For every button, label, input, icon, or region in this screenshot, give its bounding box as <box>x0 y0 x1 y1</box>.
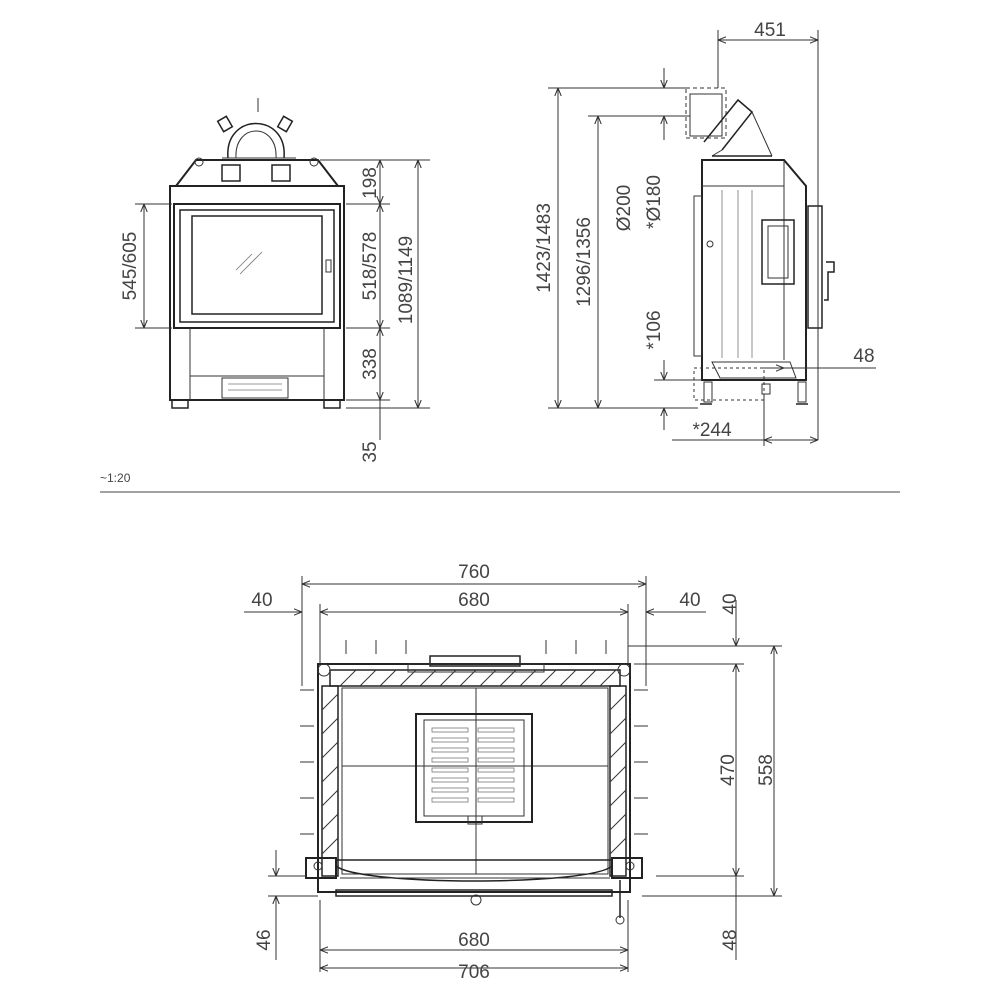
plan-right-margin-label: 40 <box>679 590 700 611</box>
scale-label: ~1:20 <box>100 471 131 485</box>
side-view-dimensions <box>548 30 876 446</box>
front-view-dimensions <box>135 159 430 440</box>
front-door-height-label: 518/578 <box>360 232 381 301</box>
side-rear-offset-label: 48 <box>853 346 874 367</box>
plan-front-left-label: 46 <box>254 929 275 950</box>
side-view <box>685 87 835 405</box>
plan-left-margin-label: 40 <box>251 590 272 611</box>
side-diameter-2-label: *Ø180 <box>644 175 665 229</box>
plan-depth-outer-label: 558 <box>756 754 777 786</box>
plan-inner-width-label: 680 <box>458 590 490 611</box>
front-top-label: 198 <box>360 167 381 199</box>
front-view <box>169 98 345 409</box>
side-inner-height-label: 1296/1356 <box>574 217 595 307</box>
front-total-label: 1089/1149 <box>396 236 417 324</box>
side-bottom-offset-label: *106 <box>644 310 665 349</box>
plan-view-dimensions <box>244 576 782 972</box>
plan-bottom-outer-label: 706 <box>458 962 490 983</box>
plan-front-right-label: 48 <box>720 929 741 950</box>
front-feet-label: 35 <box>360 441 381 462</box>
plan-outer-width-label: 760 <box>458 562 490 583</box>
side-outer-height-label: 1423/1483 <box>534 203 555 293</box>
front-glass-height-label: 545/605 <box>120 232 141 301</box>
side-diameter-1-label: Ø200 <box>614 185 635 231</box>
plan-top-margin-label: 40 <box>720 593 741 614</box>
side-top-offset-label: 451 <box>754 20 786 41</box>
side-depth-label: *244 <box>692 420 732 441</box>
plan-depth-inner-label: 470 <box>718 754 739 786</box>
plan-view <box>300 640 648 925</box>
front-lower-label: 338 <box>360 348 381 380</box>
plan-bottom-inner-label: 680 <box>458 930 490 951</box>
